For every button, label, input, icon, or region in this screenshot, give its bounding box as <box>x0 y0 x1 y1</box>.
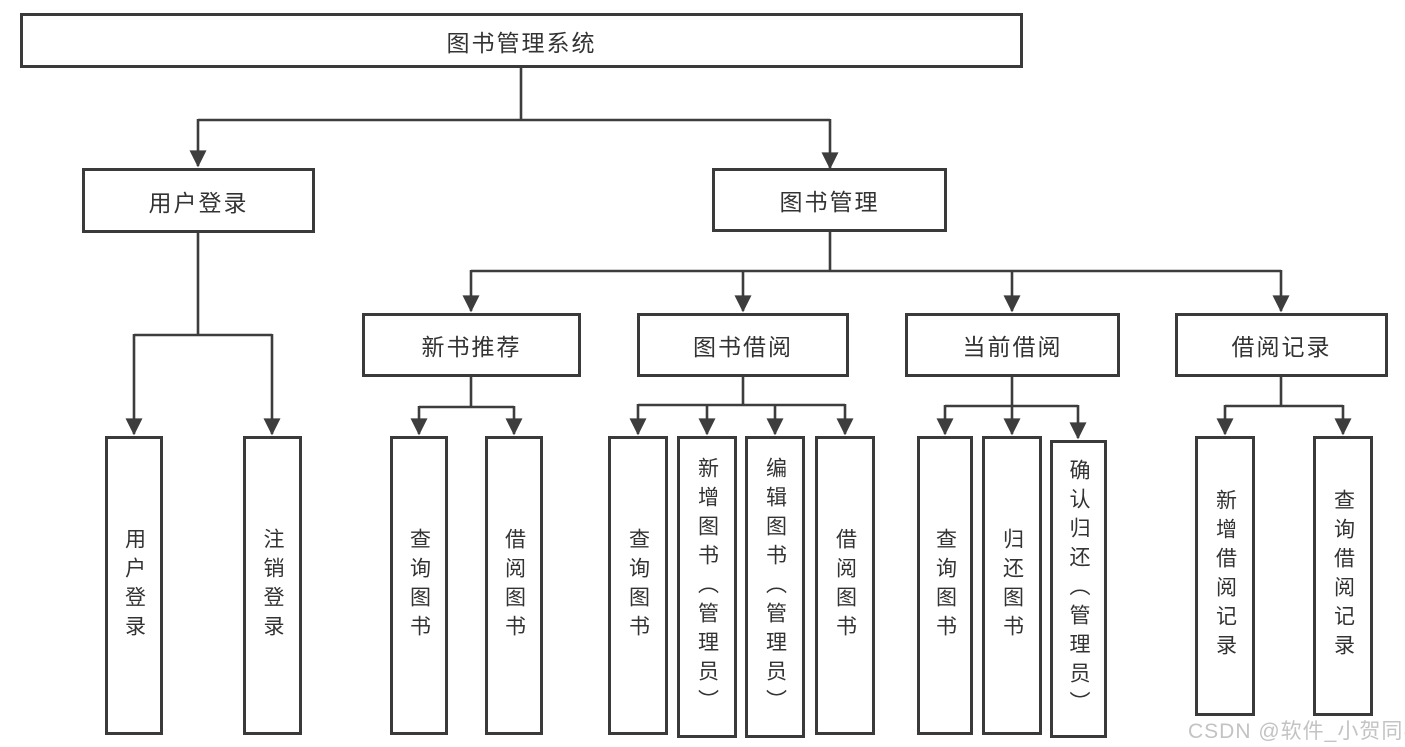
leaf-query-books-borrowing-label: 查询图书 <box>626 527 650 644</box>
node-root: 图书管理系统 <box>20 13 1023 68</box>
leaf-query-borrow-record-label: 查询借阅记录 <box>1331 489 1355 663</box>
leaf-user-login-label: 用户登录 <box>122 527 146 644</box>
leaf-query-borrow-record: 查询借阅记录 <box>1313 436 1373 716</box>
node-book-management-label: 图书管理 <box>779 189 880 215</box>
leaf-query-books-borrowing: 查询图书 <box>608 436 668 735</box>
leaf-edit-books-admin-label: 编辑图书（管理员） <box>763 456 787 718</box>
leaf-logout-label: 注销登录 <box>261 527 284 644</box>
node-book-borrowing-label: 图书借阅 <box>693 334 793 360</box>
node-new-book-recommend-label: 新书推荐 <box>421 334 522 360</box>
leaf-add-books-admin: 新增图书（管理员） <box>677 436 737 738</box>
node-book-management: 图书管理 <box>712 168 947 232</box>
leaf-borrow-books-borrowing: 借阅图书 <box>815 436 875 735</box>
node-new-book-recommend: 新书推荐 <box>362 313 581 377</box>
node-borrowing-records: 借阅记录 <box>1175 313 1388 377</box>
node-current-borrowing-label: 当前借阅 <box>962 334 1063 360</box>
leaf-user-login: 用户登录 <box>105 436 163 735</box>
node-root-label: 图书管理系统 <box>446 29 597 56</box>
leaf-borrow-books-recommend-label: 借阅图书 <box>502 527 526 644</box>
csdn-watermark: CSDN @软件_小贺同学 <box>1188 720 1405 743</box>
node-current-borrowing: 当前借阅 <box>905 313 1120 377</box>
leaf-borrow-books-recommend: 借阅图书 <box>485 436 543 735</box>
leaf-logout: 注销登录 <box>243 436 302 735</box>
leaf-return-books: 归还图书 <box>982 436 1042 735</box>
leaf-confirm-return-admin-label: 确认归还（管理员） <box>1067 458 1090 720</box>
leaf-borrow-books-borrowing-label: 借阅图书 <box>833 527 857 644</box>
node-user-login: 用户登录 <box>82 168 315 233</box>
node-user-login-label: 用户登录 <box>148 189 249 216</box>
leaf-return-books-label: 归还图书 <box>1000 527 1024 644</box>
leaf-query-books-recommend-label: 查询图书 <box>407 527 431 644</box>
leaf-confirm-return-admin: 确认归还（管理员） <box>1050 440 1107 738</box>
leaf-add-borrow-record: 新增借阅记录 <box>1195 436 1255 716</box>
node-book-borrowing: 图书借阅 <box>637 313 849 377</box>
node-borrowing-records-label: 借阅记录 <box>1231 334 1332 360</box>
leaf-edit-books-admin: 编辑图书（管理员） <box>745 436 805 738</box>
leaf-query-books-current-label: 查询图书 <box>933 527 957 644</box>
leaf-add-books-admin-label: 新增图书（管理员） <box>695 456 719 718</box>
leaf-query-books-current: 查询图书 <box>917 436 973 735</box>
leaf-add-borrow-record-label: 新增借阅记录 <box>1213 489 1237 663</box>
leaf-query-books-recommend: 查询图书 <box>390 436 448 735</box>
